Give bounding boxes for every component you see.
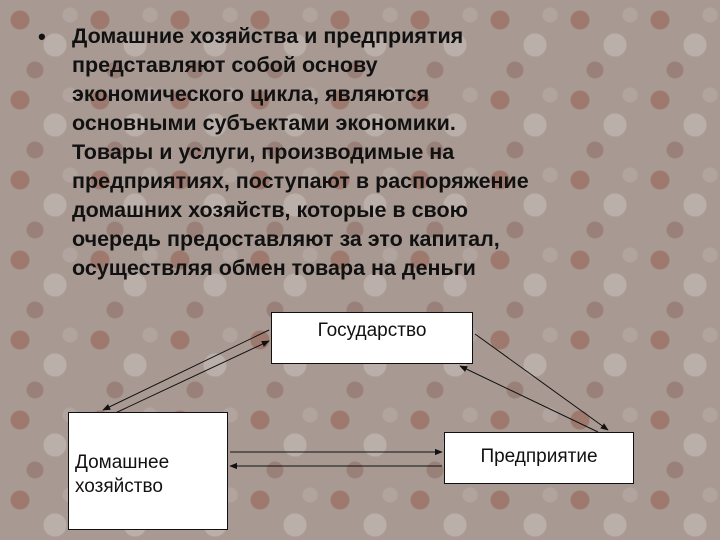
- bullet-text: Домашние хозяйства и предприятия предста…: [72, 24, 529, 280]
- node-enterprise: Предприятие: [444, 432, 634, 484]
- arrow-state-to-household: [102, 329, 270, 411]
- node-household: Домашнее хозяйство: [68, 412, 228, 530]
- bullet-paragraph: • Домашние хозяйства и предприятия предс…: [38, 22, 708, 283]
- node-household-label: Домашнее хозяйство: [75, 452, 170, 497]
- bullet-marker: •: [38, 24, 46, 49]
- arrow-enterprise-to-state: [459, 365, 599, 433]
- arrow-household-to-state: [110, 340, 270, 416]
- node-state: Государство: [271, 312, 473, 364]
- arrow-state-to-enterprise: [474, 333, 609, 431]
- node-state-label: Государство: [317, 320, 427, 341]
- node-enterprise-label: Предприятие: [480, 446, 598, 467]
